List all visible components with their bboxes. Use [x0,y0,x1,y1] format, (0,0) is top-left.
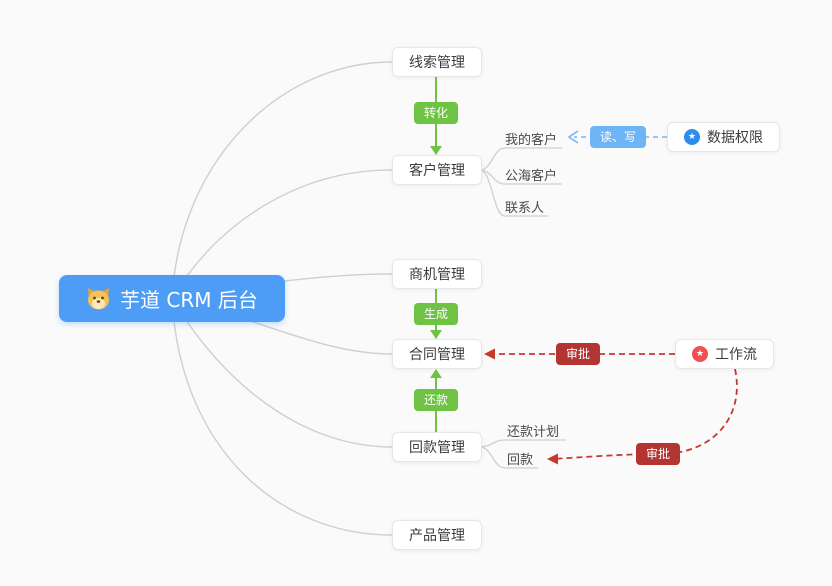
leaf-repayment-plan[interactable]: 还款计划 [507,421,559,440]
arrow-repay-head [430,369,442,378]
badge-repay: 还款 [414,389,459,411]
arrow-convert-head [430,146,442,155]
leaf-repayment-label: 回款 [507,453,534,468]
leaf-branch-lines [479,147,566,469]
star-icon: ★ [684,129,700,145]
node-data-permission-label: 数据权限 [707,130,763,146]
leaf-public-customers-label: 公海客户 [505,169,558,184]
dashed-blue-head [567,130,579,144]
leaf-contacts-label: 联系人 [505,201,545,216]
leaf-contacts[interactable]: 联系人 [505,197,544,216]
node-data-permission[interactable]: ★ 数据权限 [667,122,780,152]
edge-root-products [171,297,393,536]
edge-receivables-repayment [479,446,538,469]
edge-customers-public [479,169,562,185]
node-leads-label: 线索管理 [409,55,465,71]
node-receivables[interactable]: 回款管理 [392,432,482,462]
root-node-label: 芋道 CRM 后台 [120,288,258,312]
node-products[interactable]: 产品管理 [392,520,482,550]
edge-receivables-plan [479,439,566,448]
badge-approve-contract: 审批 [556,343,601,365]
dog-icon [88,288,110,310]
badge-convert: 转化 [414,102,459,124]
edge-root-receivables [171,297,393,448]
node-products-label: 产品管理 [409,528,465,544]
leaf-my-customers[interactable]: 我的客户 [505,129,557,148]
arrow-generate-head [430,330,442,339]
leaf-repayment[interactable]: 回款 [507,449,533,468]
star-glyph: ★ [687,131,697,142]
edge-customers-contacts [479,169,548,217]
badge-approve-receivable: 审批 [636,443,681,465]
node-workflow-label: 工作流 [715,347,757,363]
node-opportunities-label: 商机管理 [409,267,465,283]
node-customers-label: 客户管理 [409,163,465,179]
dashed-red-head-receivable [547,453,558,465]
node-leads[interactable]: 线索管理 [392,47,482,77]
leaf-my-customers-label: 我的客户 [505,133,558,148]
dashed-red-head-contract [484,348,495,360]
node-receivables-label: 回款管理 [409,440,465,456]
root-node-crm-backend[interactable]: 芋道 CRM 后台 [59,275,285,322]
leaf-repayment-plan-label: 还款计划 [507,425,560,440]
star-glyph: ★ [695,348,705,359]
green-flow-arrows [430,77,442,432]
badge-generate: 生成 [414,303,459,325]
node-workflow[interactable]: ★ 工作流 [675,339,774,369]
edge-root-customers [171,169,393,299]
node-customers[interactable]: 客户管理 [392,155,482,185]
edge-customers-my [479,147,562,171]
edge-root-leads [171,61,393,299]
star-icon: ★ [692,346,708,362]
node-contracts-label: 合同管理 [409,347,465,363]
badge-read-write: 读、写 [590,126,647,148]
dashed-red-arrows [490,353,738,460]
node-opportunities[interactable]: 商机管理 [392,259,482,289]
node-contracts[interactable]: 合同管理 [392,339,482,369]
leaf-public-customers[interactable]: 公海客户 [505,165,557,184]
